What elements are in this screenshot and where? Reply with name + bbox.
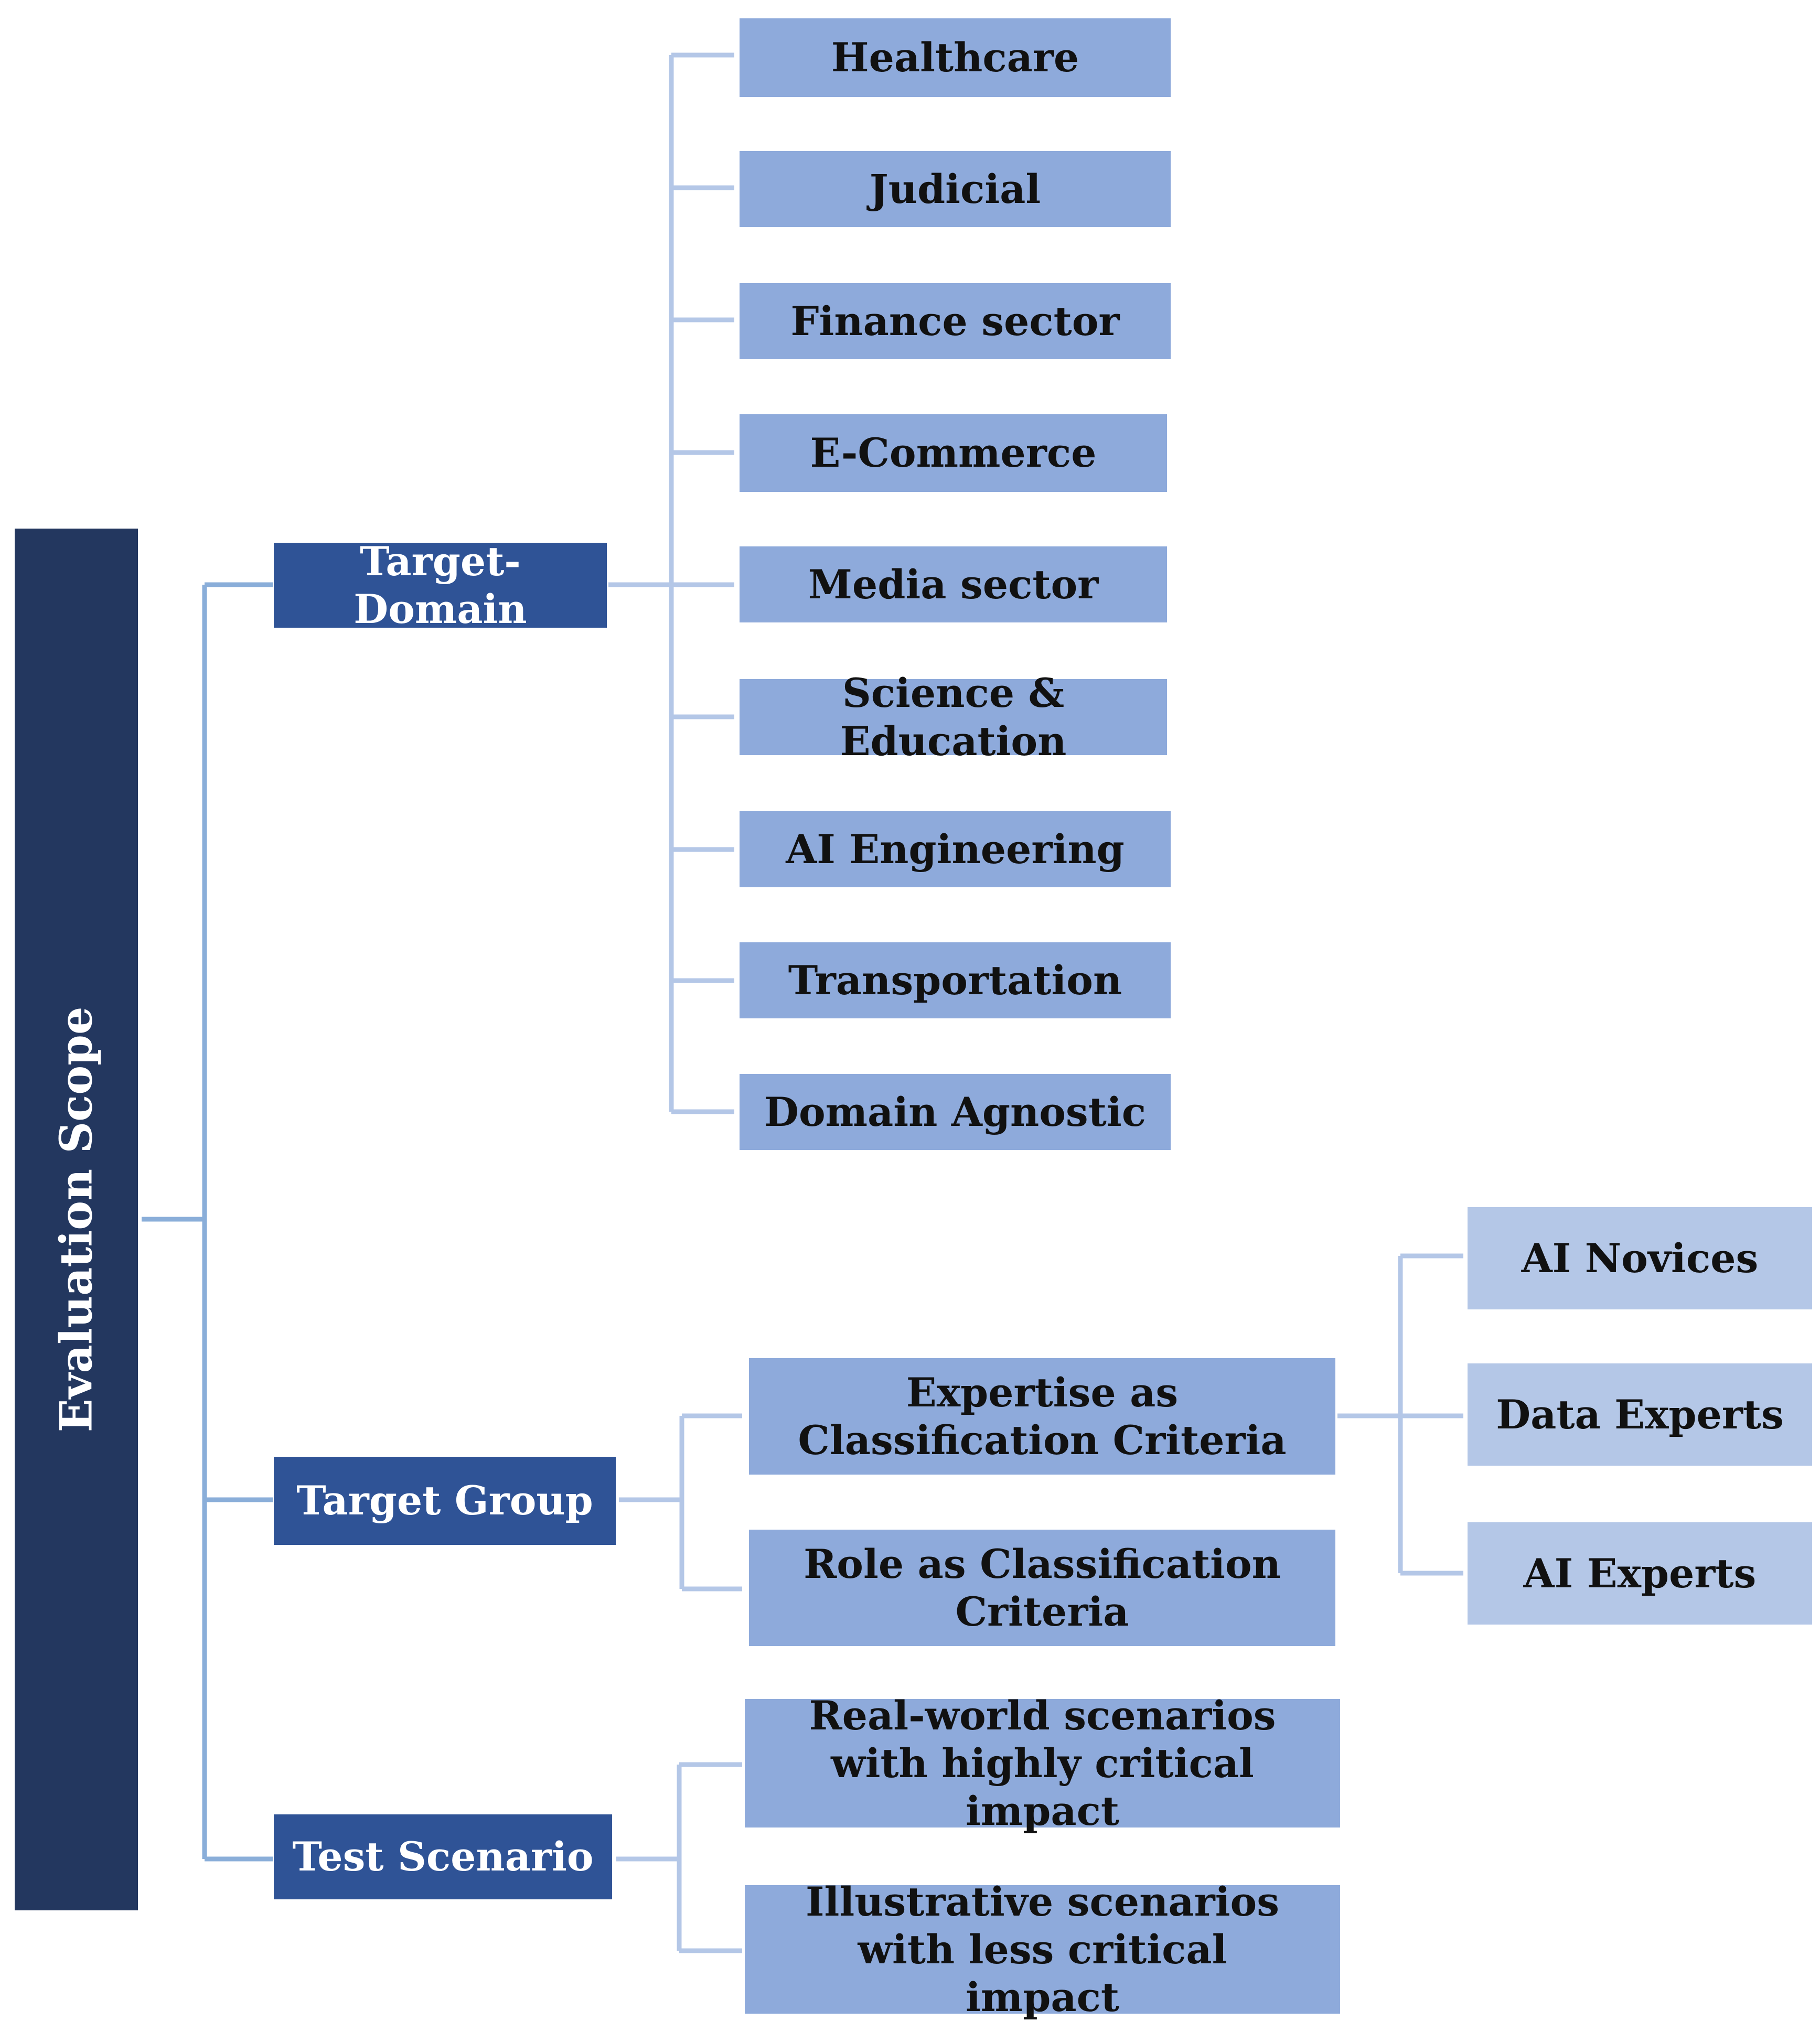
domain-ai-engineering: AI Engineering <box>740 811 1171 887</box>
test-scenario-node: Test Scenario <box>274 1814 612 1899</box>
domain-finance-sector: Finance sector <box>740 283 1171 359</box>
target-domain-node: Target-Domain <box>274 538 607 632</box>
domain-science-education: Science & Education <box>740 670 1167 765</box>
connector-root-trunk <box>142 585 207 1859</box>
domain-judicial: Judicial <box>740 151 1171 227</box>
target-group-node: Target Group <box>274 1457 616 1545</box>
connector-test-scenario <box>616 1762 742 1953</box>
domain-transportation: Transportation <box>740 942 1171 1018</box>
connector-expertise <box>1337 1253 1463 1576</box>
connector-target-domain-branches <box>671 52 734 1114</box>
root-label: Evaluation Scope <box>50 1006 102 1433</box>
connector-target-domain-trunk <box>608 55 674 1112</box>
domain-media-sector: Media sector <box>740 546 1167 622</box>
root-node: Evaluation Scope <box>15 529 138 1910</box>
expertise-criteria-node: Expertise as Classification Criteria <box>749 1358 1335 1475</box>
domain-agnostic: Domain Agnostic <box>740 1074 1171 1150</box>
real-world-scenarios-node: Real-world scenarios with highly critica… <box>745 1692 1340 1834</box>
role-criteria-node: Role as Classification Criteria <box>749 1530 1335 1646</box>
data-experts-node: Data Experts <box>1468 1363 1812 1466</box>
ai-experts-node: AI Experts <box>1468 1522 1812 1625</box>
domain-healthcare: Healthcare <box>740 18 1171 97</box>
domain-e-commerce: E-Commerce <box>740 414 1167 492</box>
illustrative-scenarios-node: Illustrative scenarios with less critica… <box>745 1878 1340 2020</box>
connector-target-group <box>619 1413 742 1592</box>
ai-novices-node: AI Novices <box>1468 1207 1812 1309</box>
